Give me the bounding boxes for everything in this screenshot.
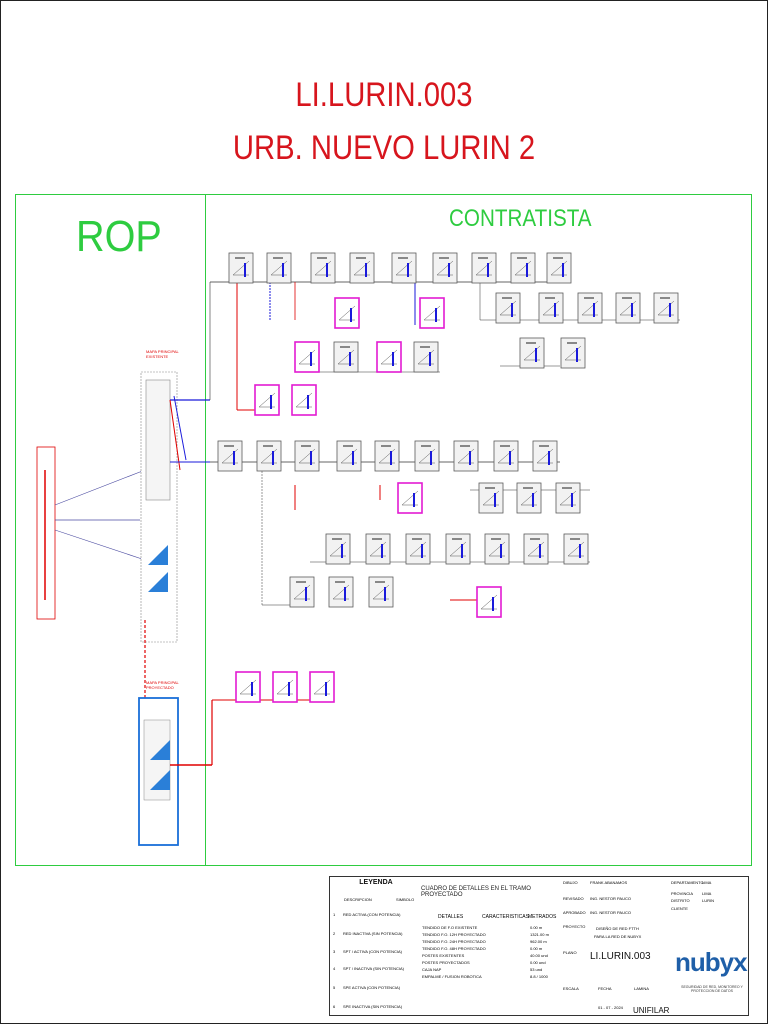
legend-row-num: 1 xyxy=(333,912,336,917)
plan-code-title: LI.LURIN.003 xyxy=(295,76,473,114)
details-table-title: CUADRO DE DETALLES EN EL TRAMO PROYECTAD… xyxy=(421,886,531,898)
rop-odf-block xyxy=(36,446,146,620)
district-value: LURIN xyxy=(702,898,715,903)
legend-row-num: 5 xyxy=(333,985,336,990)
details-row-metric: 1321.00 m xyxy=(530,932,549,937)
plane-code: LI.LURIN.003 xyxy=(590,951,651,962)
province-label: PROVINCIA xyxy=(671,891,694,896)
details-row-metric: 0.00 und xyxy=(530,960,546,965)
legend-row-num: 4 xyxy=(333,966,336,971)
legend-row-text: SPT / INACTIVA (SIN POTENCIA) xyxy=(343,966,404,971)
reviewed-value: ING. NESTOR PAUCO xyxy=(590,896,631,901)
title-block xyxy=(329,876,749,1016)
legend-row-num: 3 xyxy=(333,949,336,954)
details-row-metric: 40.00 und xyxy=(530,953,548,958)
region-label: DEPARTAMENTO xyxy=(671,880,704,885)
details-row-metric: 8.8 / 1000 xyxy=(530,974,548,979)
brand-tagline: SEGURIDAD DE RED, MONITOREO Y PROTECCION… xyxy=(681,985,743,993)
approved-label: APROBADO xyxy=(563,910,586,915)
scale-label: ESCALA xyxy=(563,986,579,991)
details-row-metric: 53 und xyxy=(530,967,543,972)
approved-value: ING. NESTOR PAUCO xyxy=(590,910,631,915)
svg-text:MAPA PRINCIPAL: MAPA PRINCIPAL xyxy=(146,349,180,354)
brand-logo-text: nubyx xyxy=(675,947,748,977)
drawn-value: FRANK ABANAMOS xyxy=(590,880,628,885)
details-row-detail: TENDIDO F.O. 24H PROYECTADO xyxy=(422,939,486,944)
rop-main-splitter: MAPA PRINCIPAL EXISTENTE xyxy=(140,349,210,700)
group3-network xyxy=(211,671,335,765)
svg-text:MAPA PRINCIPAL: MAPA PRINCIPAL xyxy=(146,680,180,685)
legend-title: LEYENDA xyxy=(359,879,393,886)
details-row-detail: TENDIDO DE F.O EXISTENTE xyxy=(422,925,478,930)
details-row-detail: EMPALME / FUSION ROBOTICA xyxy=(422,974,482,979)
legend-row-text: RED ACTIVA (CON POTENCIA) xyxy=(343,912,401,917)
legend-row-text: RED INACTIVA (SIN POTENCIA) xyxy=(343,931,403,936)
legend-row-text: SPE ACTIVA (CON POTENCIA) xyxy=(343,985,401,990)
project-value: DISEÑO DE RED FTTH xyxy=(596,926,639,931)
details-row-metric: 962.00 m xyxy=(530,939,547,944)
sheet-value: UNIFILAR xyxy=(633,1006,670,1015)
client-label: CLIENTE xyxy=(671,906,688,911)
drawn-label: DIBUJO xyxy=(563,880,578,885)
rop-projected-splitter: MAPA PRINCIPAL PROYECTADO xyxy=(138,680,212,846)
date-value: 01 - 07 - 2024 xyxy=(598,1005,623,1010)
region-value: LIMA xyxy=(702,880,712,885)
svg-text:PROYECTADO: PROYECTADO xyxy=(146,685,174,690)
details-row-detail: TENDIDO F.O. 12H PROYECTADO xyxy=(422,932,486,937)
details-row-detail: POSTES PROYECTADOS xyxy=(422,960,470,965)
details-col-metrados: METRADOS xyxy=(528,914,557,920)
contratista-frame xyxy=(205,194,752,866)
legend-row-text: SPT / ACTIVA (CON POTENCIA) xyxy=(343,949,402,954)
rop-label: ROP xyxy=(76,212,162,261)
legend-row-num: 2 xyxy=(333,931,336,936)
group2-network xyxy=(210,440,590,618)
details-row-metric: 0.00 m xyxy=(530,946,543,951)
project-label: PROYECTO xyxy=(563,924,586,929)
details-row-detail: CAJA NAP xyxy=(422,967,442,972)
legend-col-symbol: SIMBOLO xyxy=(396,897,415,902)
legend-row-num: 6 xyxy=(333,1004,336,1009)
project-value: PARA LA RED DE NUBYX xyxy=(594,934,642,939)
date-label: FECHA xyxy=(598,986,612,991)
reviewed-label: REVISADO xyxy=(563,896,584,901)
district-label: DISTRITO xyxy=(671,898,690,903)
group1-network xyxy=(209,252,680,416)
legend-col-description: DESCRIPCION xyxy=(344,897,372,902)
plane-label: PLANO xyxy=(563,950,577,955)
svg-text:EXISTENTE: EXISTENTE xyxy=(146,354,169,359)
plan-location-title: URB. NUEVO LURIN 2 xyxy=(232,129,536,167)
details-col-detalles: DETALLES xyxy=(438,914,464,920)
sheet-label: LAMINA xyxy=(634,986,649,991)
details-row-metric: 0.00 m xyxy=(530,925,543,930)
legend-row-text: SPE INACTIVA (SIN POTENCIA) xyxy=(343,1004,403,1009)
details-row-detail: POSTES EXISTENTES xyxy=(422,953,465,958)
contratista-label: CONTRATISTA xyxy=(449,205,592,232)
province-value: LIMA xyxy=(702,891,712,896)
details-row-detail: TENDIDO F.O. 48H PROYECTADO xyxy=(422,946,486,951)
details-col-caracteristicas: CARACTERISTICAS xyxy=(482,914,529,920)
